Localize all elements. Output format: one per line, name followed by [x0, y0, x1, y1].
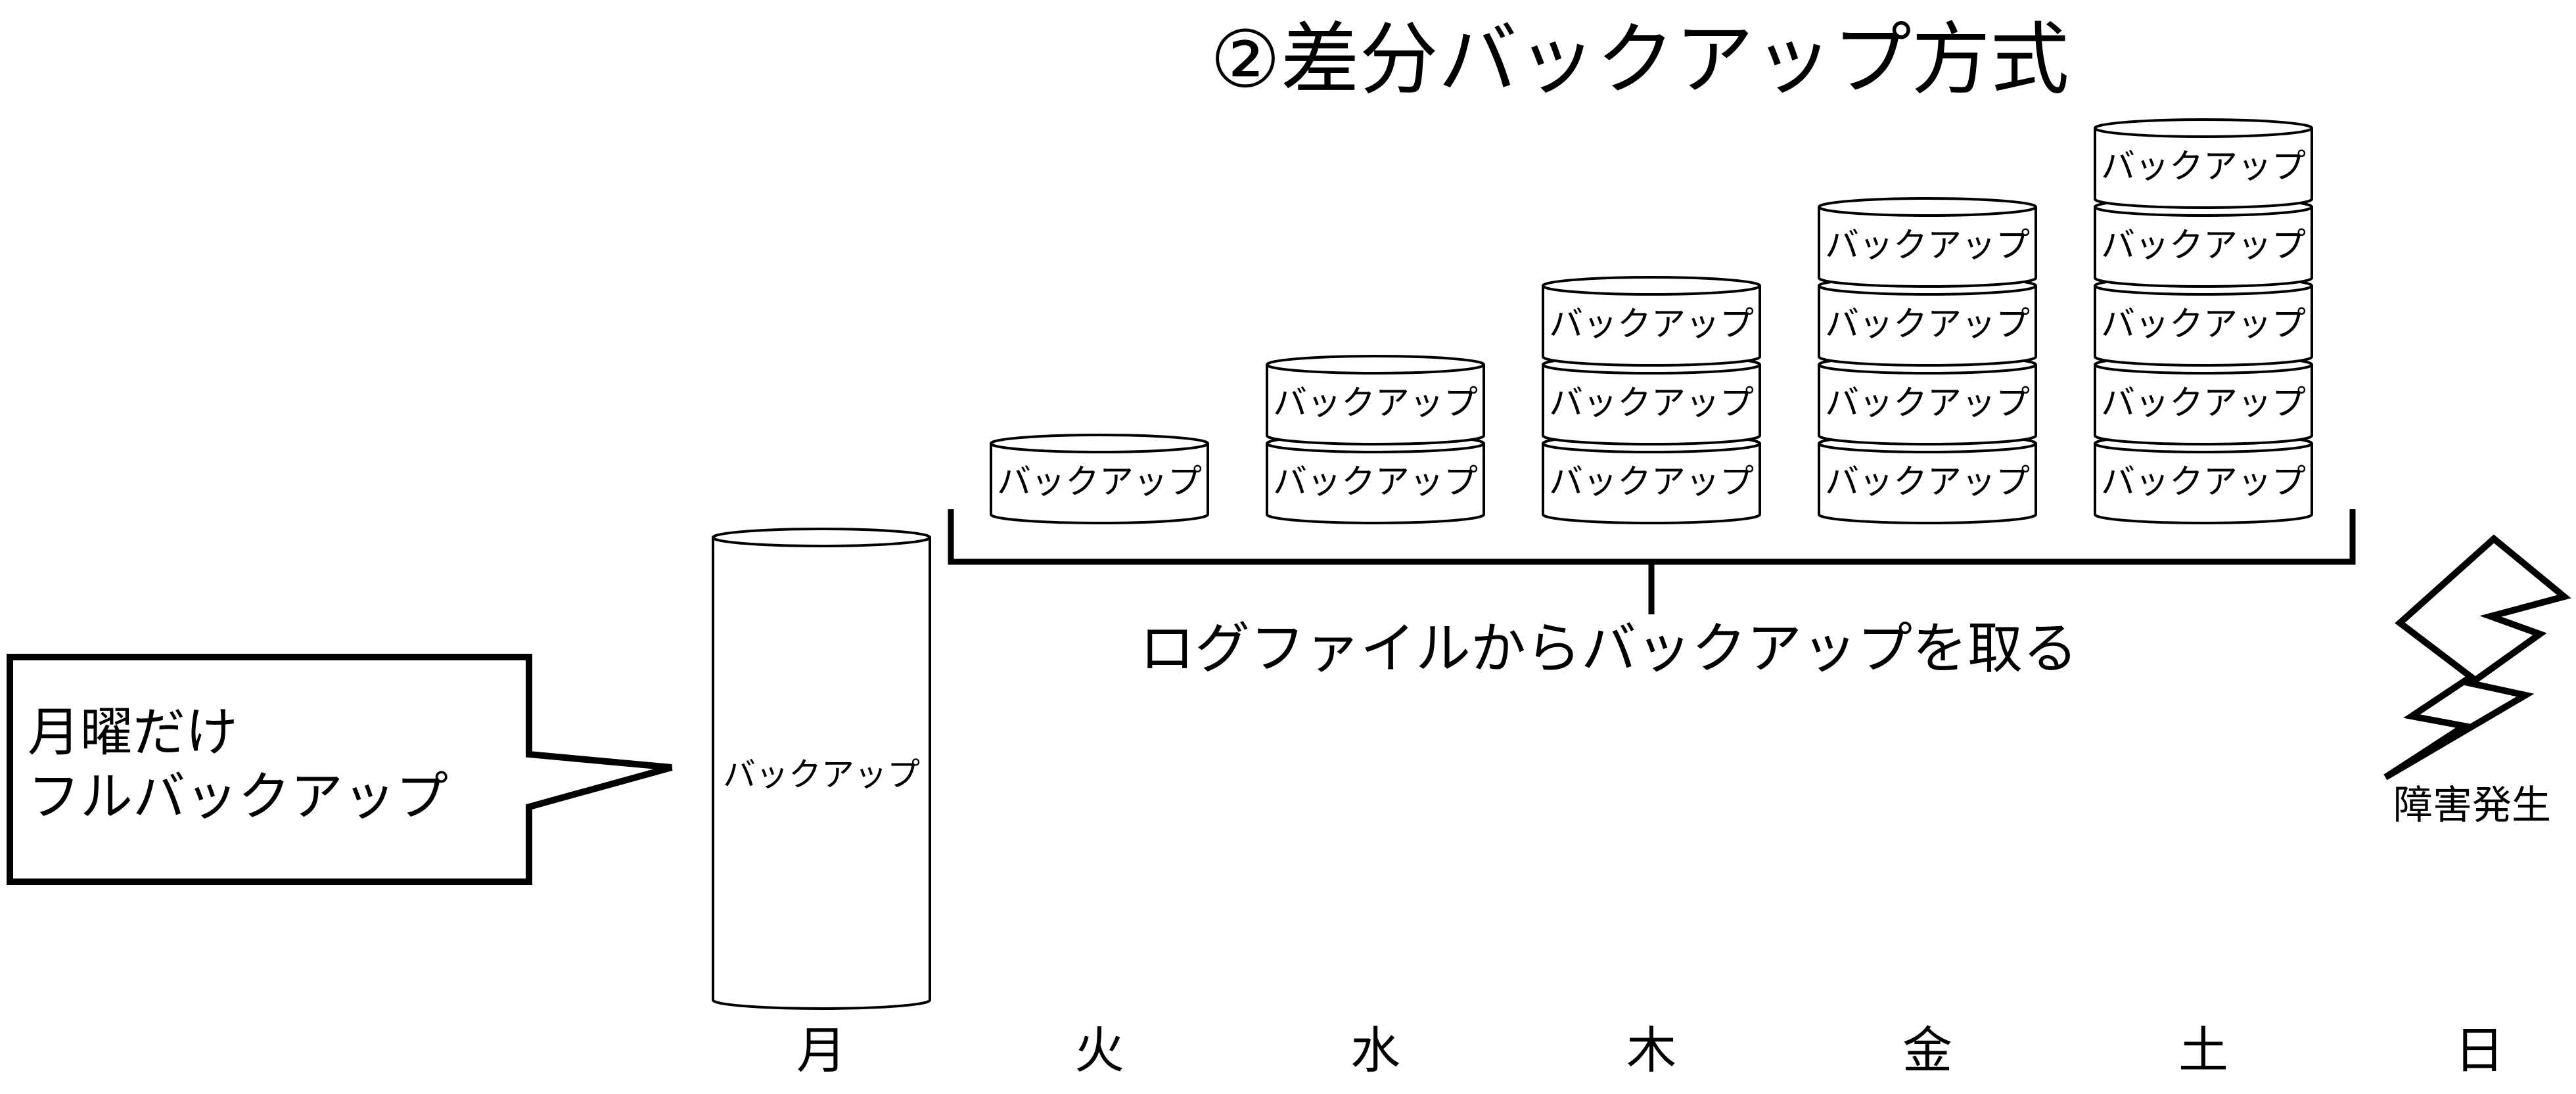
- backup-disk-body: [2094, 128, 2313, 209]
- backup-disk-label: バックアップ: [1273, 463, 1478, 502]
- backup-disk-top: [2094, 118, 2313, 138]
- backup-disk-top: [1818, 197, 2037, 217]
- lightning-bolt-icon: [2383, 534, 2571, 781]
- callout-line-1: 月曜だけ: [28, 702, 238, 763]
- bracket-label: ログファイルからバックアップを取る: [1139, 616, 2078, 681]
- backup-disk-body: [1266, 365, 1485, 445]
- full-backup-label: バックアップ: [723, 756, 920, 794]
- backup-disk-top: [1542, 276, 1761, 296]
- backup-disk: バックアップ: [2094, 118, 2313, 209]
- backup-disk: バックアップ: [2094, 197, 2313, 288]
- backup-disk-body: [1818, 365, 2037, 445]
- backup-disk-body: [1542, 286, 1761, 367]
- backup-disk: バックアップ: [1818, 355, 2037, 445]
- backup-disk-label: バックアップ: [1549, 463, 1754, 502]
- day-axis: 月 火 水 木 金 土 日: [796, 1021, 2504, 1080]
- backup-disk-label: バックアップ: [1825, 463, 2030, 502]
- day-label-sat: 土: [2178, 1021, 2228, 1080]
- backup-disk-label: バックアップ: [1825, 384, 2030, 423]
- bracket: ログファイルからバックアップを取る: [948, 509, 2356, 681]
- backup-disk-label: バックアップ: [2101, 226, 2306, 265]
- day-label-tue: 火: [1074, 1021, 1124, 1080]
- backup-disk: バックアップ: [1542, 355, 1761, 445]
- backup-disk: バックアップ: [2094, 434, 2313, 524]
- backup-disk: バックアップ: [1266, 355, 1485, 445]
- backup-disk-label: バックアップ: [1825, 226, 2030, 265]
- backup-disk-top: [990, 434, 1209, 453]
- day-label-thu: 木: [1626, 1021, 1676, 1080]
- backup-disk-body: [2094, 444, 2313, 524]
- day-label-fri: 金: [1902, 1021, 1952, 1080]
- backup-disk: バックアップ: [1818, 434, 2037, 524]
- callout-box: 月曜だけ フルバックアップ: [7, 654, 673, 885]
- full-backup-cylinder: バックアップ: [712, 528, 931, 1010]
- backup-disk-body: [1542, 444, 1761, 524]
- backup-disk-body: [2094, 365, 2313, 445]
- backup-disk: バックアップ: [2094, 276, 2313, 367]
- backup-disk-label: バックアップ: [2101, 384, 2306, 423]
- diagram-title: ②差分バックアップ方式: [1210, 14, 2069, 106]
- backup-disk-label: バックアップ: [1825, 305, 2030, 344]
- backup-disk-body: [2094, 207, 2313, 288]
- backup-disk: バックアップ: [1818, 276, 2037, 367]
- backup-disk-body: [1266, 444, 1485, 524]
- backup-disk: バックアップ: [1542, 276, 1761, 367]
- backup-disk-label: バックアップ: [2101, 463, 2306, 502]
- backup-disk-body: [1818, 286, 2037, 367]
- backup-disk-body: [1818, 207, 2037, 288]
- backup-disk-top: [1266, 355, 1485, 375]
- backup-disk-label: バックアップ: [997, 463, 1202, 502]
- differential-backup-stacks: バックアップバックアップバックアップバックアップバックアップバックアップバックア…: [990, 118, 2313, 524]
- incident-label: 障害発生: [2393, 783, 2551, 829]
- backup-disk-label: バックアップ: [2101, 305, 2306, 344]
- backup-disk: バックアップ: [1818, 197, 2037, 288]
- backup-disk-label: バックアップ: [1273, 384, 1478, 423]
- backup-disk: バックアップ: [1542, 434, 1761, 524]
- backup-disk-label: バックアップ: [2101, 147, 2306, 187]
- backup-disk-body: [1542, 365, 1761, 445]
- backup-disk-label: バックアップ: [1549, 384, 1754, 423]
- backup-disk-body: [2094, 286, 2313, 367]
- backup-disk-body: [1818, 444, 2037, 524]
- backup-disk: バックアップ: [1266, 434, 1485, 524]
- callout-line-2: フルバックアップ: [28, 766, 448, 827]
- day-label-wed: 水: [1350, 1021, 1400, 1080]
- backup-disk-body: [990, 444, 1209, 524]
- day-label-mon: 月: [796, 1021, 846, 1080]
- backup-disk-label: バックアップ: [1549, 305, 1754, 344]
- day-label-sun: 日: [2454, 1021, 2504, 1080]
- backup-disk: バックアップ: [2094, 355, 2313, 445]
- backup-disk: バックアップ: [990, 434, 1209, 524]
